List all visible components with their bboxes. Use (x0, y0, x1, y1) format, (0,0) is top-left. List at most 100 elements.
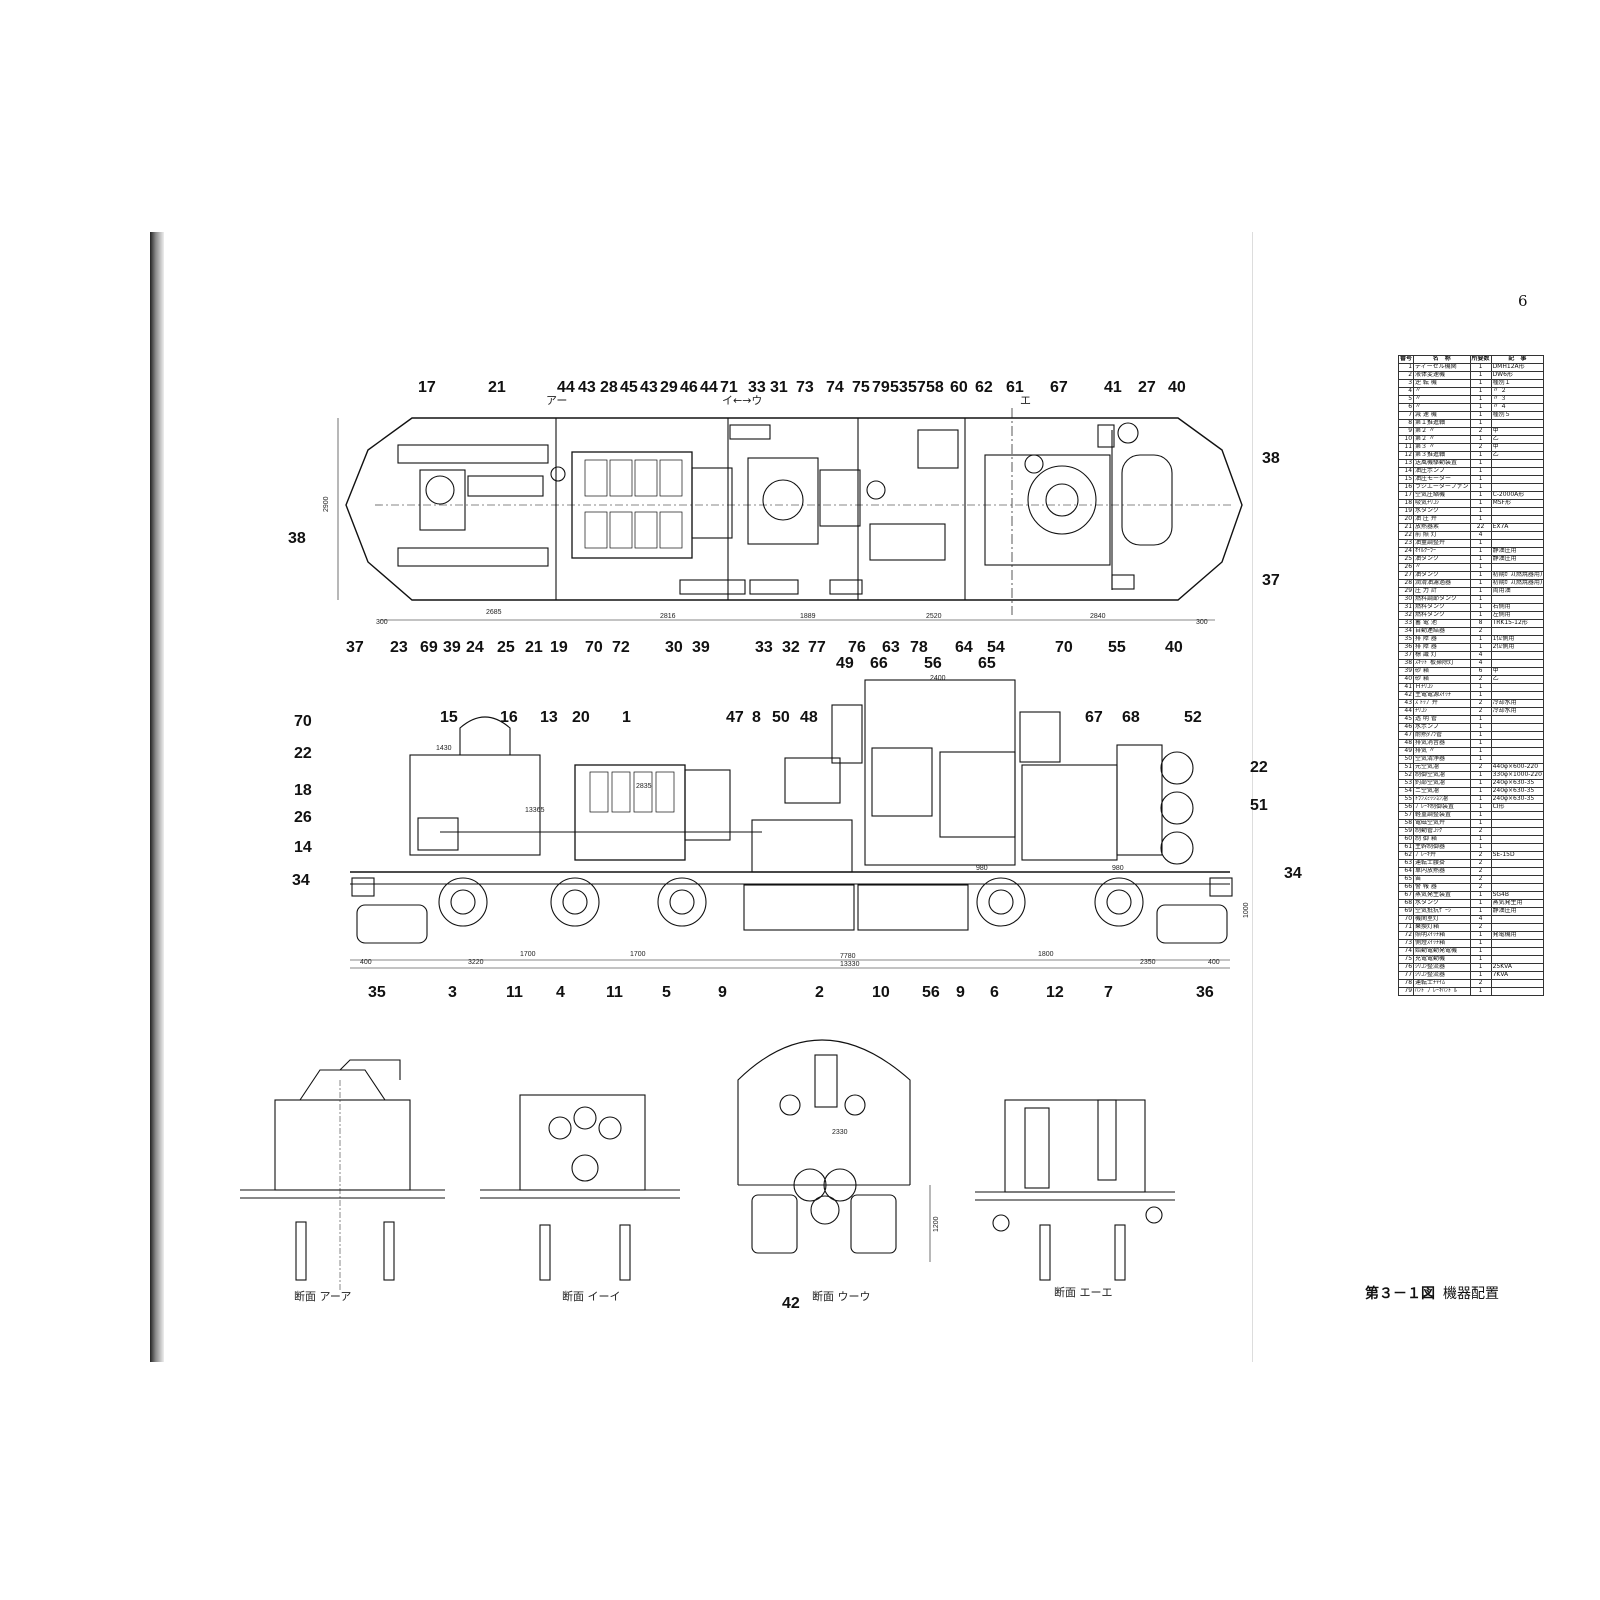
svg-text:13330: 13330 (840, 961, 860, 968)
page-number: 6 (1518, 292, 1528, 310)
part-name: 運転士腰掛 (1413, 859, 1471, 868)
part-qty: 2 (1469, 875, 1492, 884)
plan-callout-19: 19 (550, 639, 568, 656)
part-qty: 2 (1469, 827, 1492, 836)
part-number: 76 (1397, 963, 1415, 972)
svg-text:13365: 13365 (525, 807, 545, 814)
part-number: 25 (1397, 555, 1415, 564)
part-name: 空気圧縮機 (1413, 491, 1471, 500)
part-remarks (1490, 883, 1545, 892)
section-label-a: 断面 アーア (294, 1289, 351, 1303)
part-name: ｼﾘｺﾝ整流器 (1413, 971, 1471, 980)
part-qty: 4 (1469, 659, 1492, 668)
part-number: 54 (1397, 787, 1415, 796)
section-d (975, 1099, 1175, 1281)
part-name: 水タンク (1413, 899, 1471, 908)
part-remarks: TRK15-12形 (1490, 619, 1545, 628)
part-name: 運転士ﾁｬｲﾑ (1413, 979, 1471, 988)
part-qty: 1 (1469, 891, 1492, 900)
part-qty: 1 (1469, 435, 1492, 444)
svg-text:2400: 2400 (930, 675, 946, 682)
part-number: 5 (1397, 395, 1415, 404)
part-name: ﾌﾞﾚｰｷ弁 (1413, 851, 1471, 860)
side-callout-70: 70 (294, 713, 312, 730)
part-number: 9 (1397, 427, 1415, 436)
part-remarks (1490, 987, 1545, 996)
part-name: 第３推進軸 (1413, 451, 1471, 460)
part-qty: 8 (1469, 619, 1492, 628)
svg-text:300: 300 (376, 619, 388, 626)
part-name: 乗換灯箱 (1413, 923, 1471, 932)
part-name: ﾄﾗﾝｽﾐｯｼｮﾝ溜 (1413, 795, 1471, 804)
section-mark-bc: イ←→ウ (722, 394, 762, 407)
svg-text:3220: 3220 (468, 959, 484, 966)
part-number: 68 (1397, 899, 1415, 908)
col-header-number: 番号 (1397, 355, 1415, 364)
part-name: ニ空気溜 (1413, 787, 1471, 796)
book-binding-shadow (150, 232, 164, 1362)
part-qty: 1 (1469, 955, 1492, 964)
part-qty: 2 (1469, 675, 1492, 684)
part-name: 潤滑油濾過器 (1413, 579, 1471, 588)
part-name: 電磁空気弁 (1413, 819, 1471, 828)
side-callout-26: 26 (294, 809, 312, 826)
part-number: 33 (1397, 619, 1415, 628)
part-qty: 1 (1469, 411, 1492, 420)
plan-callout-23: 23 (390, 639, 408, 656)
part-qty: 1 (1469, 371, 1492, 380)
part-qty: 1 (1469, 811, 1492, 820)
part-name: 水タンク (1413, 507, 1471, 516)
part-name: 充電電動機 (1413, 955, 1471, 964)
section-label-b: 断面 イーイ (562, 1289, 621, 1303)
part-name: Ｈﾁﾘｺｼ (1413, 683, 1471, 692)
plan-callout-44b: 44 (700, 379, 718, 396)
part-number: 23 (1397, 539, 1415, 548)
plan-callout-33: 33 (748, 379, 766, 396)
table-row: 26〃1 (1397, 563, 1545, 572)
side-callout-3: 3 (448, 984, 457, 1001)
part-remarks (1490, 755, 1545, 764)
side-callout-36: 36 (1196, 984, 1214, 1001)
part-remarks: 25KVA (1490, 963, 1545, 972)
part-qty: 2 (1469, 923, 1492, 932)
part-name: 減 速 機 (1413, 411, 1471, 420)
part-number: 27 (1397, 571, 1415, 580)
side-callout-48: 48 (800, 709, 818, 726)
part-qty: 2 (1469, 859, 1492, 868)
part-remarks: EX7A (1490, 523, 1545, 532)
part-remarks (1490, 979, 1545, 988)
part-number: 29 (1397, 587, 1415, 596)
part-qty: 1 (1469, 691, 1492, 700)
side-callout-35: 35 (368, 984, 386, 1001)
svg-text:300: 300 (1196, 619, 1208, 626)
part-name: 排 障 器 (1413, 635, 1471, 644)
part-number: 53 (1397, 779, 1415, 788)
part-remarks: 甲 (1490, 443, 1545, 452)
part-qty: 1 (1469, 459, 1492, 468)
part-remarks (1490, 595, 1545, 604)
section-mark-a: アー (546, 394, 567, 407)
part-qty: 1 (1469, 747, 1492, 756)
part-number: 30 (1397, 595, 1415, 604)
figure-title: 機器配置 (1443, 1286, 1499, 1302)
part-remarks (1490, 723, 1545, 732)
part-name: ｵｲﾙｸｰﾗｰ (1413, 547, 1471, 556)
svg-text:1800: 1800 (1038, 951, 1054, 958)
side-callout-14: 14 (294, 839, 312, 856)
